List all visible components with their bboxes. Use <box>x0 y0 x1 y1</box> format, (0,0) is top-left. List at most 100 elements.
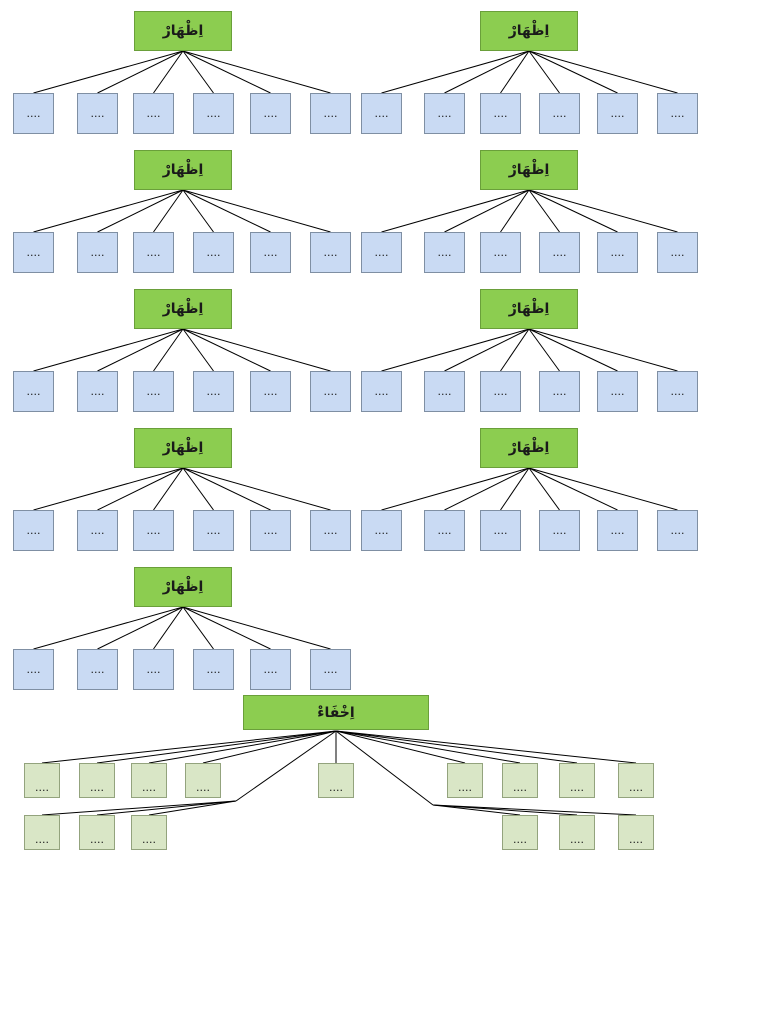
connector-line <box>528 328 618 372</box>
connector-line <box>182 50 331 94</box>
izhar-child-node: .... <box>310 93 351 134</box>
connector-line <box>33 467 184 511</box>
ikhfa-child-node: .... <box>618 763 654 798</box>
connector-line <box>528 50 560 94</box>
connector-line <box>96 730 337 764</box>
izhar-child-node: .... <box>250 93 291 134</box>
connector-line <box>182 467 214 511</box>
izhar-child-node: .... <box>657 371 698 412</box>
izhar-child-node: .... <box>250 371 291 412</box>
izhar-child-node: .... <box>250 649 291 690</box>
connector-line <box>381 328 530 372</box>
izhar-node: اِظْهَارْ <box>134 428 232 468</box>
connector-line <box>444 50 530 94</box>
connector-line <box>381 50 530 94</box>
izhar-child-node: .... <box>77 510 118 551</box>
connector-line <box>182 50 214 94</box>
connector-line <box>335 730 637 764</box>
connector-line <box>182 328 271 372</box>
connector-line <box>500 50 530 94</box>
izhar-child-node: .... <box>361 371 402 412</box>
izhar-child-node: .... <box>13 510 54 551</box>
izhar-child-node: .... <box>424 93 465 134</box>
connector-line <box>381 189 530 233</box>
connector-line <box>182 328 214 372</box>
izhar-child-node: .... <box>480 510 521 551</box>
izhar-child-node: .... <box>539 371 580 412</box>
connector-line <box>41 730 337 764</box>
izhar-child-node: .... <box>77 371 118 412</box>
izhar-child-node: .... <box>133 510 174 551</box>
ikhfa-child-node: .... <box>502 815 538 850</box>
connector-line <box>528 50 618 94</box>
connector-line <box>444 467 530 511</box>
izhar-node: اِظْهَارْ <box>480 11 578 51</box>
izhar-node: اِظْهَارْ <box>480 150 578 190</box>
izhar-child-node: .... <box>77 93 118 134</box>
connector-line <box>97 189 184 233</box>
izhar-child-node: .... <box>361 232 402 273</box>
connector-line <box>528 467 618 511</box>
connector-line <box>153 50 184 94</box>
connector-line <box>148 800 237 816</box>
ikhfa-child-node: .... <box>618 815 654 850</box>
ikhfa-child-node: .... <box>447 763 483 798</box>
izhar-child-node: .... <box>657 232 698 273</box>
connector-line <box>528 328 560 372</box>
ikhfa-child-node: .... <box>185 763 221 798</box>
connector-line <box>153 328 184 372</box>
connector-line <box>335 730 466 764</box>
izhar-child-node: .... <box>250 232 291 273</box>
izhar-child-node: .... <box>310 649 351 690</box>
izhar-child-node: .... <box>133 371 174 412</box>
connector-line <box>528 467 678 511</box>
connector-line <box>335 730 521 764</box>
connector-line <box>528 189 618 233</box>
ikhfa-child-node: .... <box>131 763 167 798</box>
izhar-child-node: .... <box>597 232 638 273</box>
connector-line <box>182 328 331 372</box>
ikhfa-child-node: .... <box>79 815 115 850</box>
izhar-child-node: .... <box>361 93 402 134</box>
connector-line <box>432 804 637 816</box>
connector-line <box>182 189 271 233</box>
izhar-child-node: .... <box>77 232 118 273</box>
izhar-node: اِظْهَارْ <box>134 11 232 51</box>
izhar-child-node: .... <box>193 371 234 412</box>
connector-line <box>528 50 678 94</box>
izhar-child-node: .... <box>597 93 638 134</box>
izhar-child-node: .... <box>193 510 234 551</box>
connector-line <box>153 467 184 511</box>
izhar-child-node: .... <box>597 371 638 412</box>
connector-line <box>182 467 331 511</box>
connector-line <box>528 189 678 233</box>
izhar-child-node: .... <box>361 510 402 551</box>
connector-line <box>97 606 184 650</box>
connector-line <box>432 804 521 816</box>
izhar-child-node: .... <box>310 232 351 273</box>
ikhfa-child-node: .... <box>24 763 60 798</box>
connector-line <box>235 730 337 802</box>
ikhfa-child-node: .... <box>559 815 595 850</box>
izhar-node: اِظْهَارْ <box>134 150 232 190</box>
izhar-child-node: .... <box>133 649 174 690</box>
izhar-child-node: .... <box>657 510 698 551</box>
ikhfa-child-node: .... <box>502 763 538 798</box>
izhar-child-node: .... <box>310 371 351 412</box>
connector-line <box>182 606 271 650</box>
connector-line <box>182 50 271 94</box>
connector-line <box>97 467 184 511</box>
connector-line <box>182 606 331 650</box>
izhar-child-node: .... <box>193 232 234 273</box>
izhar-child-node: .... <box>133 232 174 273</box>
connector-line <box>500 467 530 511</box>
izhar-child-node: .... <box>480 232 521 273</box>
izhar-child-node: .... <box>424 232 465 273</box>
ikhfa-child-node: .... <box>559 763 595 798</box>
connector-line <box>528 189 560 233</box>
connector-line <box>528 328 678 372</box>
izhar-child-node: .... <box>657 93 698 134</box>
ikhfa-node: اِخْفَاءْ <box>243 695 429 730</box>
izhar-child-node: .... <box>13 232 54 273</box>
